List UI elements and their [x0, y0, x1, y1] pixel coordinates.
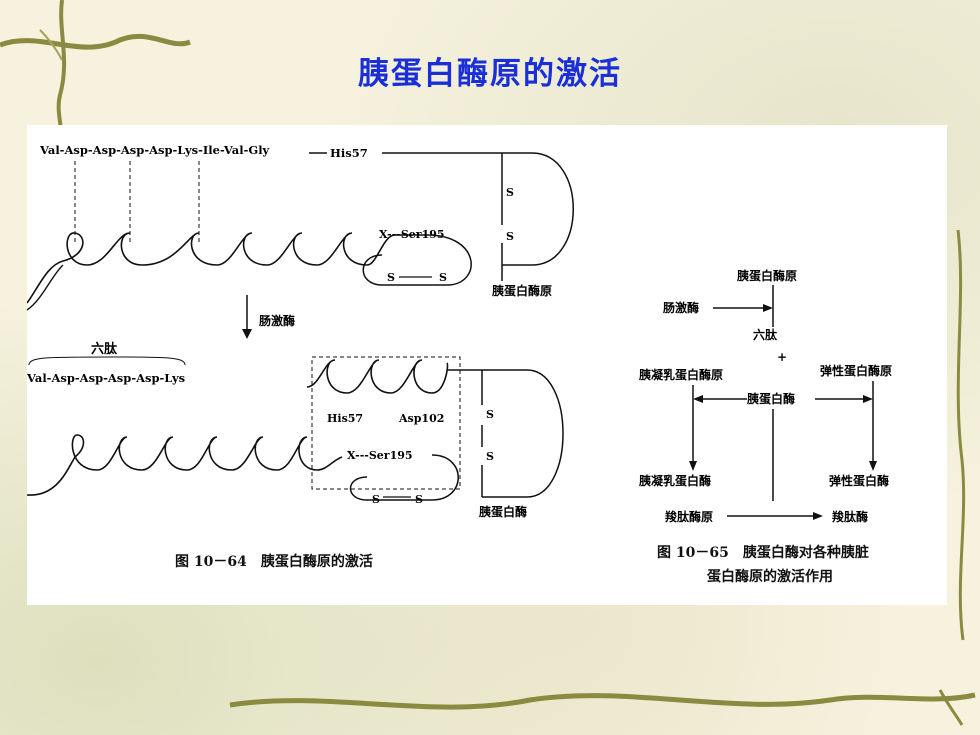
enteropeptidase-arrow: 肠激酶 — [242, 295, 295, 339]
trypsin-structure: S S His57 Asp102 X---Ser195 S S 胰蛋白酶 — [26, 356, 564, 519]
his57-bottom-label: His57 — [327, 412, 363, 425]
figure-panel: Val-Asp-Asp-Asp-Asp-Lys-Ile-Val-Gly His5… — [26, 125, 947, 605]
s-bridge-3: S — [372, 493, 380, 506]
hexapeptide-node: 六肽 — [753, 327, 778, 342]
asp102-label: Asp102 — [398, 412, 444, 425]
trypsinogen-structure: Val-Asp-Asp-Asp-Asp-Lys-Ile-Val-Gly His5… — [26, 143, 574, 311]
hexapeptide: 六肽 Val-Asp-Asp-Asp-Asp-Lys — [26, 341, 186, 385]
trypsinogen-node: 胰蛋白酶原 — [737, 268, 797, 283]
elastase-node: 弹性蛋白酶 — [829, 473, 889, 488]
s-lower: S — [506, 230, 514, 243]
chymotrypsinogen-node: 胰凝乳蛋白酶原 — [639, 367, 723, 382]
activation-diagram: Val-Asp-Asp-Asp-Asp-Lys-Ile-Val-Gly His5… — [26, 143, 892, 585]
trypsin-node: 胰蛋白酶 — [747, 391, 795, 406]
trypsinogen-label-left: 胰蛋白酶原 — [492, 283, 552, 298]
s-bridge-1: S — [387, 271, 395, 284]
chymotrypsin-node: 胰凝乳蛋白酶 — [639, 473, 711, 488]
enteropeptidase-node: 肠激酶 — [663, 300, 699, 315]
caption-fig-10-64: 图 10－64 胰蛋白酶原的激活 — [175, 553, 373, 570]
caption-fig-10-65-line1: 图 10－65 胰蛋白酶对各种胰脏 — [657, 544, 869, 561]
hexapeptide-chain: Val-Asp-Asp-Asp-Asp-Lys — [27, 371, 185, 385]
procarboxypeptidase-node: 羧肽酶原 — [665, 509, 713, 524]
plus-sign: + — [777, 350, 787, 364]
s-bridge-2: S — [439, 271, 447, 284]
enteropeptidase-label-left: 肠激酶 — [259, 313, 295, 328]
s-trypsin-1: S — [486, 408, 494, 421]
his57-top-label: His57 — [330, 146, 368, 160]
peptide-chain-label: Val-Asp-Asp-Asp-Asp-Lys-Ile-Val-Gly — [39, 143, 270, 157]
s-upper: S — [506, 186, 514, 199]
trypsin-label-left: 胰蛋白酶 — [479, 504, 527, 519]
x-ser195-top: X---Ser195 — [379, 228, 445, 241]
carboxypeptidase-node: 羧肽酶 — [832, 509, 868, 524]
s-bridge-4: S — [415, 493, 423, 506]
x-ser195-bottom: X---Ser195 — [347, 449, 413, 462]
proelastase-node: 弹性蛋白酶原 — [820, 363, 892, 378]
activation-cascade: 胰蛋白酶原 肠激酶 六肽 + 胰凝乳蛋白酶原 弹性蛋白酶原 胰蛋白酶 胰凝乳蛋白… — [639, 268, 892, 524]
caption-fig-10-65-line2: 蛋白酶原的激活作用 — [707, 568, 833, 585]
hexapeptide-label: 六肽 — [91, 341, 118, 357]
s-trypsin-2: S — [486, 450, 494, 463]
slide-title: 胰蛋白酶原的激活 — [358, 56, 622, 92]
